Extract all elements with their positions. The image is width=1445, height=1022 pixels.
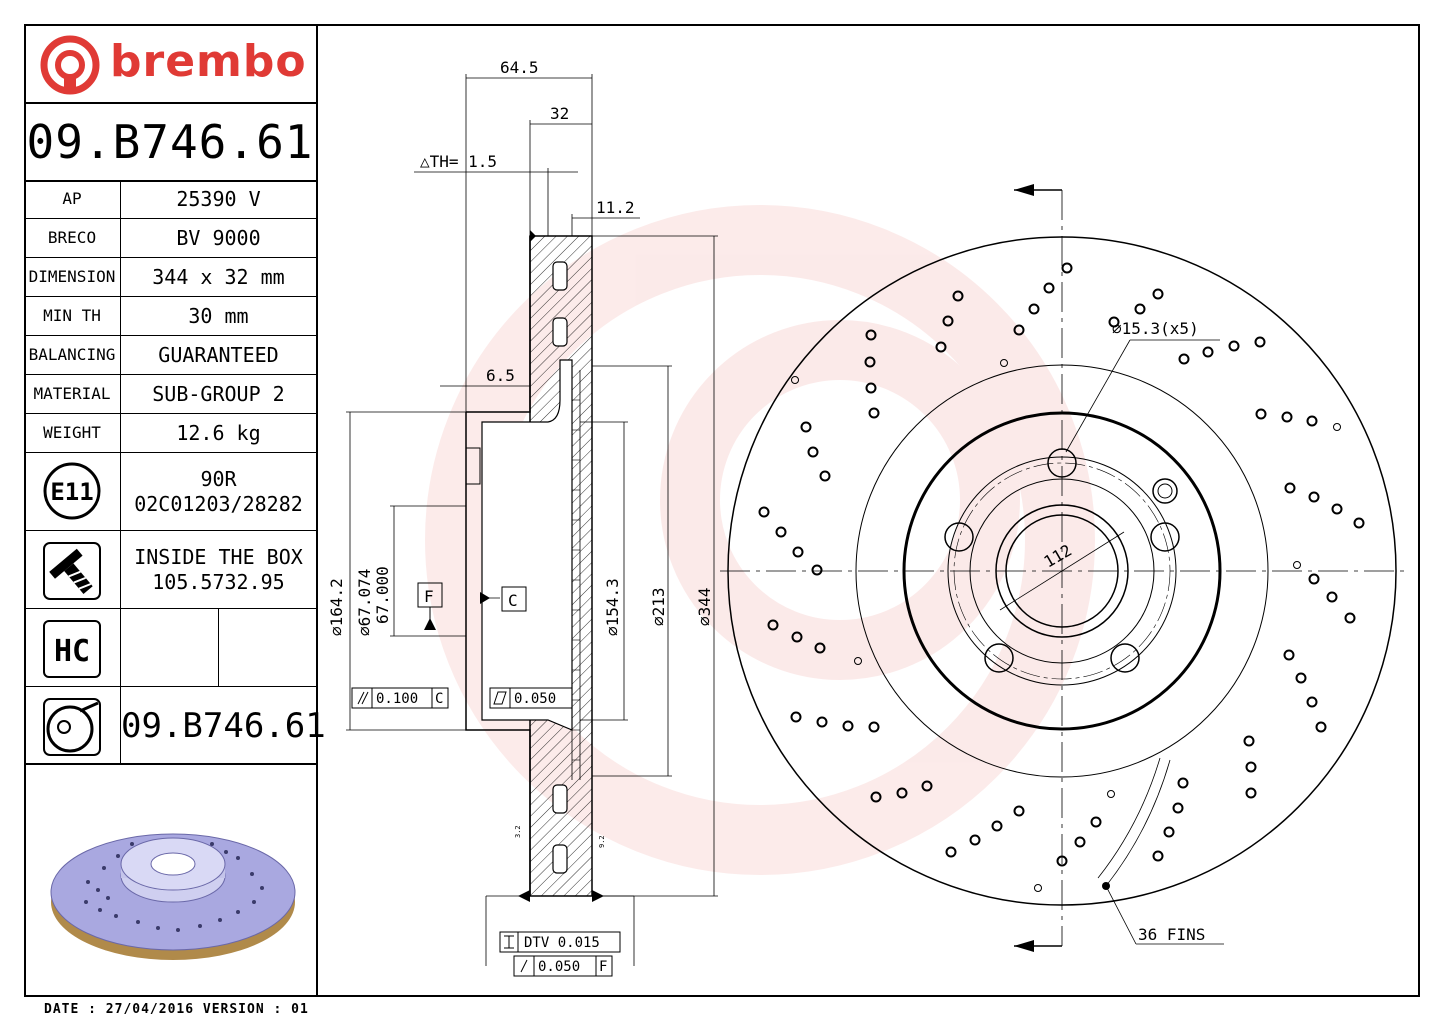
hc-badge-icon: HC (43, 620, 101, 678)
spec-row-balancing: BALANCING GUARANTEED (24, 336, 316, 375)
spec-row-dimension: DIMENSION 344 x 32 mm (24, 258, 316, 297)
spec-key: DIMENSION (24, 258, 121, 296)
tol-parallel-ref: C (435, 691, 443, 707)
dim-bore-min: 67.000 (373, 566, 392, 624)
spec-value: 25390 V (176, 187, 261, 211)
spec-row-breco: BRECO BV 9000 (24, 219, 316, 258)
section-view (465, 235, 593, 897)
hc-row: HC (24, 609, 316, 687)
hc-badge-label: HC (54, 634, 90, 669)
tol-runout-value: 0.050 (538, 959, 580, 975)
homologation-text: 90R 02C01203/28282 (121, 467, 316, 517)
spec-key: WEIGHT (24, 414, 121, 452)
brand-name: brembo (110, 36, 307, 87)
dim-th-tolerance: △TH= 1.5 (420, 152, 497, 171)
dim-hat-wall: 6.5 (486, 366, 515, 385)
homologation-line2: 02C01203/28282 (134, 492, 303, 516)
spec-row-weight: WEIGHT 12.6 kg (24, 414, 316, 453)
e11-badge-label: E11 (50, 478, 93, 506)
hc-divider (218, 609, 219, 686)
e11-badge-icon: E11 (43, 462, 101, 520)
dim-fins: 36 FINS (1138, 925, 1205, 944)
bottom-code-row: 09.B746.61 (24, 687, 326, 765)
spec-value: 12.6 kg (176, 421, 261, 445)
box-row: INSIDE THE BOX 105.5732.95 (24, 531, 316, 609)
footer-date: DATE : 27/04/2016 VERSION : 01 (44, 1002, 309, 1017)
datum-f-label: F (424, 587, 434, 606)
spec-row-ap: AP 25390 V (24, 180, 316, 219)
spec-value: BV 9000 (176, 226, 261, 250)
dim-width-total: 64.5 (500, 58, 539, 77)
disc-profile-icon (43, 698, 101, 756)
dim-pcd: 112 (1041, 541, 1076, 572)
tol-runout-ref: F (599, 959, 607, 975)
brand-logo: brembo (24, 24, 316, 104)
bottom-part-code: 09.B746.61 (121, 706, 326, 746)
drawing-frame (24, 24, 1420, 997)
datum-c-label: C (508, 591, 518, 610)
spec-key: AP (24, 180, 121, 218)
spec-row-material: MATERIAL SUB-GROUP 2 (24, 375, 316, 414)
spec-value: 30 mm (188, 304, 249, 328)
technical-drawing: 64.5 32 △TH= 1.5 11.2 6.5 ⌀164.2 ⌀67.074… (327, 58, 1410, 977)
tol-dtv: DTV 0.015 (524, 935, 600, 951)
brembo-logo-icon (40, 35, 100, 95)
front-view (720, 184, 1410, 952)
info-panel: brembo 09.B746.61 AP 25390 V BRECO BV 9000… (24, 24, 326, 997)
dim-thickness: 32 (550, 104, 569, 123)
spec-value: SUB-GROUP 2 (152, 382, 285, 406)
box-line2: 105.5732.95 (152, 570, 285, 594)
dim-outer-diameter: ⌀344 (695, 587, 714, 626)
dim-fin: 11.2 (596, 198, 635, 217)
spec-value: 344 x 32 mm (152, 265, 285, 289)
dim-inner-diameter: ⌀154.3 (603, 578, 622, 636)
dim-ring-diameter: ⌀213 (649, 587, 668, 626)
spec-key: BALANCING (24, 336, 121, 374)
dim-hole-diameter: ⌀15.3(x5) (1112, 319, 1199, 338)
spec-key: MATERIAL (24, 375, 121, 413)
dim-small-2: 9.2 (598, 835, 606, 848)
homologation-line1: 90R (200, 467, 237, 491)
dim-small-1: 3.2 (514, 825, 522, 838)
spec-row-min-th: MIN TH 30 mm (24, 297, 316, 336)
box-text: INSIDE THE BOX 105.5732.95 (121, 545, 316, 595)
tol-parallel-value: 0.100 (376, 691, 418, 707)
box-line1: INSIDE THE BOX (134, 545, 303, 569)
tol-flatness-value: 0.050 (514, 691, 556, 707)
part-code: 09.B746.61 (24, 104, 316, 182)
disc-3d-render (50, 833, 296, 960)
homologation-row: E11 90R 02C01203/28282 (24, 453, 316, 531)
spec-key: MIN TH (24, 297, 121, 335)
dim-bore-max: ⌀67.074 (355, 569, 374, 636)
dim-hat-diameter: ⌀164.2 (327, 578, 346, 636)
spec-key: BRECO (24, 219, 121, 257)
screw-icon (43, 542, 101, 600)
spec-value: GUARANTEED (158, 343, 279, 367)
